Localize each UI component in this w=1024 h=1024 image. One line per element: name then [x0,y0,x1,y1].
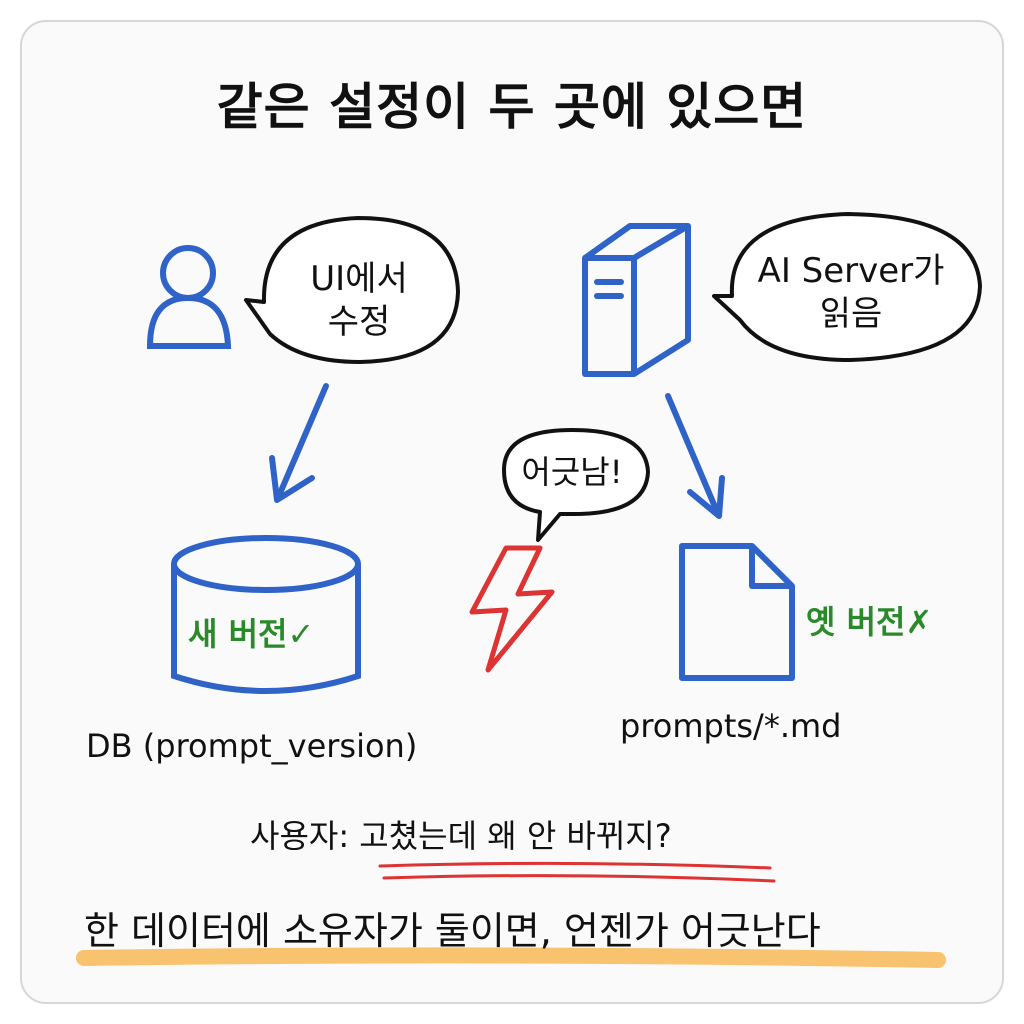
question-underline-2 [382,874,776,883]
file-icon [679,543,795,681]
arrow-right-icon [665,393,725,519]
card-frame [20,20,1004,1004]
user-question: 사용자: 고쳤는데 왜 안 바뀌지? [250,817,672,855]
db-label: DB (prompt_version) [86,727,418,765]
conclusion-text: 한 데이터에 소유자가 둘이면, 언젠가 어긋난다 [84,909,821,953]
arrow-left-icon [269,383,329,503]
ai-bubble-text: AI Server가 읽음 [738,250,964,335]
ui-bubble-text: UI에서 수정 [274,258,444,343]
ui-bubble-line-2: 수정 [327,301,391,342]
user-icon [146,245,232,349]
ai-bubble-line-2: 읽음 [819,293,883,334]
server-tower-icon [582,223,691,377]
clash-bubble-text: 어긋남! [521,453,623,491]
lightning-bolt-icon [469,545,555,673]
ui-speech-bubble [244,216,460,364]
ai-speech-bubble [712,212,982,362]
database-cylinder-icon [171,535,361,694]
file-version-badge: 옛 버전✗ [806,603,933,641]
question-underline [378,861,772,870]
file-label: prompts/*.md [620,707,842,745]
clash-speech-bubble [502,428,650,542]
db-version-badge: 새 버전✓ [188,615,315,653]
ai-bubble-line-1: AI Server가 [757,251,945,291]
ui-bubble-line-1: UI에서 [310,259,408,299]
conclusion-highlight [76,947,946,968]
page-title: 같은 설정이 두 곳에 있으면 [216,78,808,136]
